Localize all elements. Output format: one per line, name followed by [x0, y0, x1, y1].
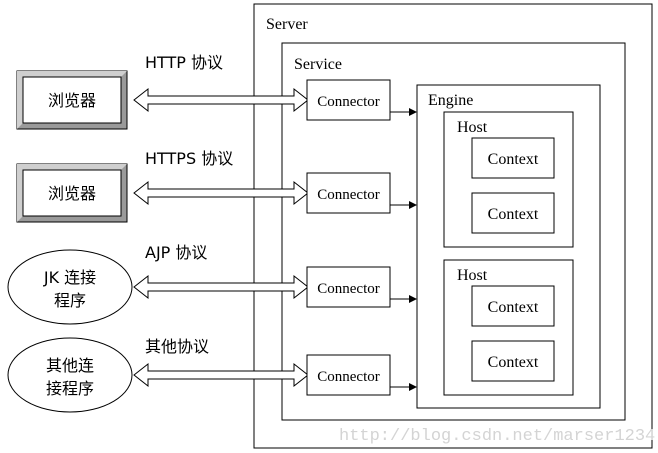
connector-label: Connector [317, 281, 379, 297]
client-label: 浏览器 [48, 184, 96, 203]
client-program-ellipse [7, 249, 133, 325]
watermark-text: http://blog.csdn.net/marser1234 [339, 427, 655, 446]
context-label: Context [488, 151, 539, 168]
context-box [471, 340, 555, 382]
protocol-label: 其他协议 [145, 337, 209, 356]
browser-box [22, 76, 122, 124]
browser-box [22, 169, 122, 217]
connector-box [306, 172, 391, 214]
connector-label: Connector [317, 94, 379, 110]
engine-label: Engine [428, 92, 473, 109]
connector-label: Connector [317, 187, 379, 203]
service-label: Service [294, 56, 342, 73]
context-box [471, 285, 555, 327]
connector-box [306, 354, 391, 396]
protocol-label: AJP 协议 [145, 243, 207, 262]
context-box [471, 137, 555, 179]
context-label: Context [488, 206, 539, 223]
connector-label: Connector [317, 369, 379, 385]
protocol-label: HTTP 协议 [145, 53, 223, 72]
client-row: 浏览器 HTTP 协议 Connector [16, 53, 417, 130]
server-label: Server [266, 16, 308, 33]
context-box [471, 192, 555, 234]
client-label: 接程序 [46, 379, 94, 398]
host-label: Host [457, 267, 488, 284]
client-label: 其他连 [46, 356, 94, 375]
connector-box [306, 79, 391, 121]
client-label: JK 连接 [43, 268, 96, 287]
context-label: Context [488, 354, 539, 371]
connector-box [306, 266, 391, 308]
client-program-ellipse [7, 337, 133, 413]
context-label: Context [488, 299, 539, 316]
client-row: 浏览器 HTTPS 协议 Connector [16, 149, 417, 223]
client-label: 浏览器 [48, 91, 96, 110]
host-label: Host [457, 119, 488, 136]
client-label: 程序 [54, 291, 86, 310]
protocol-label: HTTPS 协议 [145, 149, 233, 168]
